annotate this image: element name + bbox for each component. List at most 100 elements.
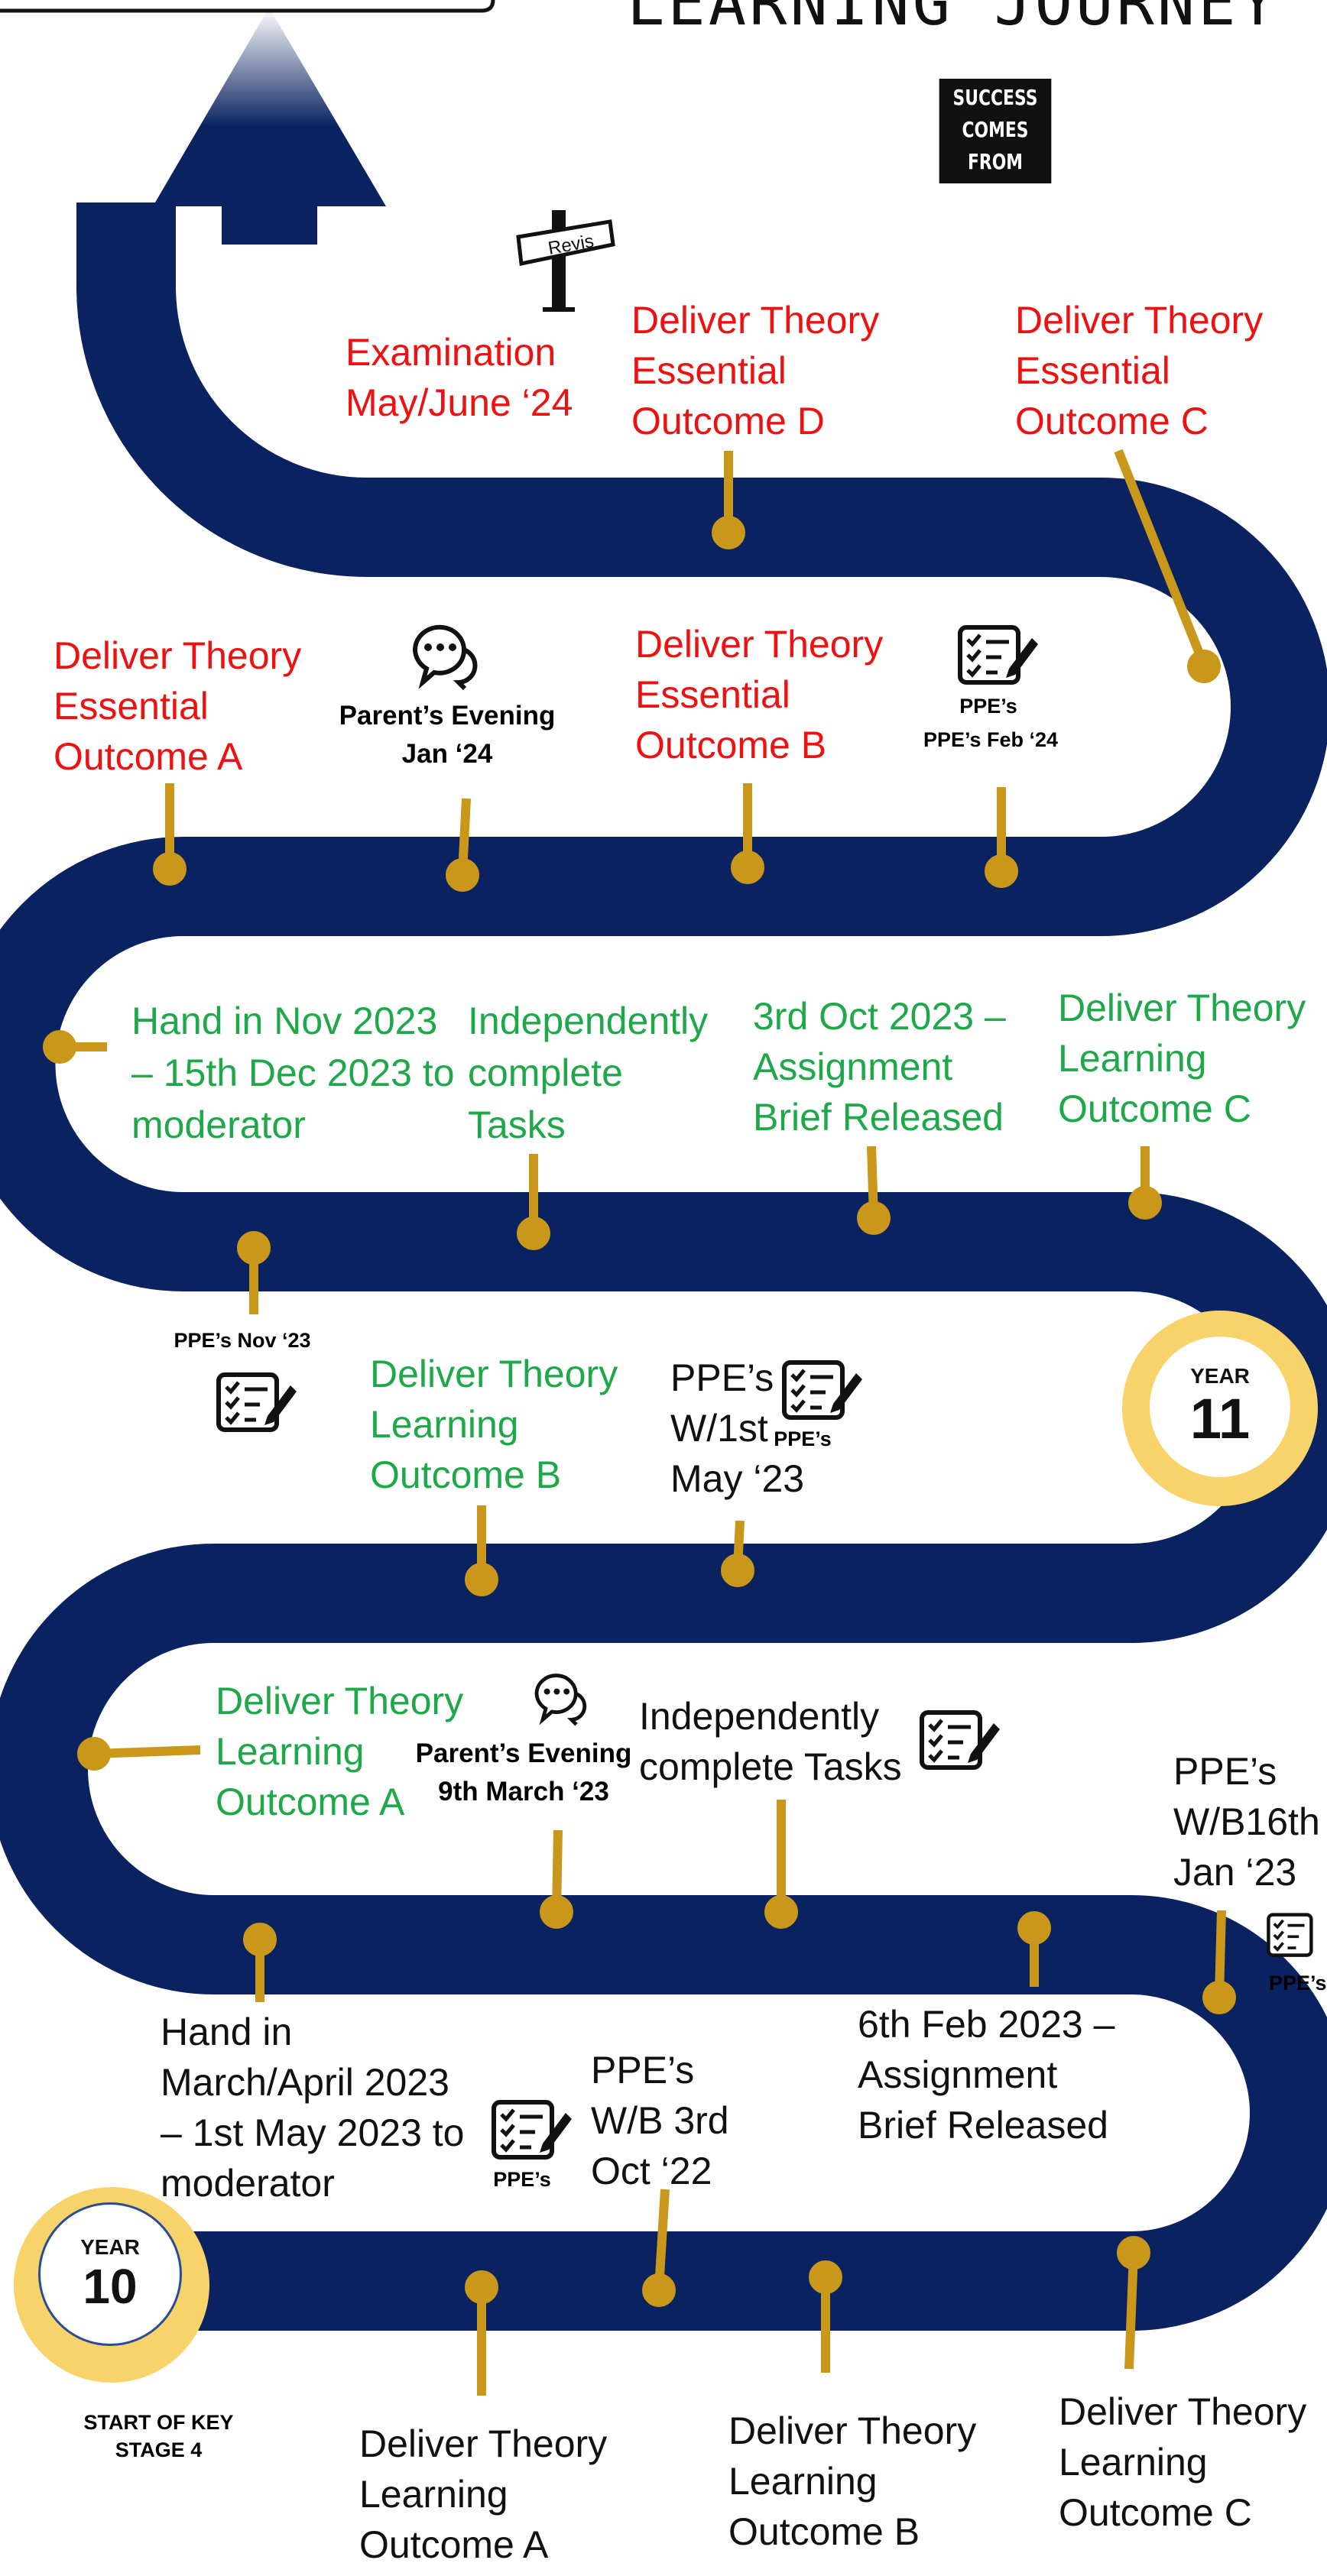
line: moderator [161, 2162, 335, 2205]
ppe-icon-label-feb: PPE’s [959, 695, 1017, 718]
theory-learning-b-y11: Deliver Theory Learning Outcome B [370, 1349, 618, 1500]
theory-learning-c-y11: Deliver Theory Learning Outcome C [1058, 983, 1306, 1134]
parents-evening-march: Parent’s Evening 9th March ‘23 [409, 1735, 638, 1811]
line: – 1st May 2023 to [161, 2111, 465, 2154]
year-11-badge: YEAR 11 [1122, 1311, 1318, 1506]
line: 6th Feb 2023 – [858, 2003, 1115, 2046]
line: Learning [728, 2460, 878, 2503]
theory-essential-b: Deliver Theory Essential Outcome B [635, 619, 883, 770]
line: Outcome A [216, 1781, 405, 1823]
checklist-icon [216, 1372, 297, 1432]
line: Outcome C [1015, 400, 1209, 442]
exam-line-2: May/June ‘24 [346, 381, 573, 424]
year-10-label: YEAR [80, 2235, 140, 2259]
line: Outcome B [728, 2510, 920, 2553]
line: Hand in Nov 2023 [131, 1000, 438, 1042]
speech-bubbles-icon [412, 624, 478, 691]
arrow-head [153, 8, 386, 206]
line: Tasks [468, 1103, 566, 1146]
theory-essential-d: Deliver Theory Essential Outcome D [631, 295, 879, 446]
line: Outcome B [635, 724, 827, 766]
line: Deliver Theory [370, 1353, 618, 1395]
line: W/B16th [1173, 1800, 1320, 1843]
assignment-brief-feb-2023: 6th Feb 2023 – Assignment Brief Released [858, 1999, 1114, 2150]
line: Assignment [753, 1045, 953, 1088]
year-10-badge: YEAR 10 [14, 2187, 209, 2383]
line: 3rd Oct 2023 – [753, 995, 1006, 1038]
line: PPE’s [591, 2049, 695, 2092]
ppe-icon-label-jan: PPE’s [1269, 1972, 1327, 1994]
line: Learning [359, 2473, 508, 2516]
line: May ‘23 [670, 1457, 805, 1500]
line: Outcome C [1058, 1087, 1251, 1130]
line: Learning [370, 1403, 519, 1446]
start-key-stage-4: START OF KEY STAGE 4 [83, 2411, 234, 2461]
line: – 15th Dec 2023 to [131, 1051, 455, 1094]
theory-essential-c: Deliver Theory Essential Outcome C [1015, 295, 1263, 446]
year-11-inner: YEAR 11 [1150, 1337, 1290, 1477]
line: Deliver Theory [1059, 2390, 1307, 2433]
line: moderator [131, 1103, 306, 1146]
line: Brief Released [753, 1096, 1004, 1139]
line: Outcome C [1059, 2491, 1252, 2534]
line: Deliver Theory [728, 2409, 977, 2452]
ppe-jan-23: PPE’s W/B16th Jan ‘23 [1173, 1746, 1320, 1897]
line: Brief Released [858, 2104, 1108, 2147]
theory-essential-a: Deliver Theory Essential Outcome A [54, 630, 301, 782]
line: Outcome A [54, 735, 243, 778]
line: Deliver Theory [635, 623, 884, 666]
line: Jan ‘24 [401, 739, 493, 769]
year-11-number: 11 [1189, 1387, 1251, 1450]
line: Assignment [858, 2053, 1058, 2096]
exam-label: Examination May/June ‘24 [346, 327, 573, 428]
ppe-icon-label-may: PPE’s [774, 1427, 832, 1450]
line: March/April 2023 [161, 2061, 449, 2104]
ppe-icon-label-oct: PPE’s [493, 2168, 551, 2191]
checklist-icon [958, 625, 1038, 685]
line: Learning [216, 1730, 365, 1773]
theory-learning-c-bottom: Deliver Theory Learning Outcome C [1059, 2386, 1306, 2538]
line: W/B 3rd [591, 2099, 729, 2142]
assignment-brief-oct-2023: 3rd Oct 2023 – Assignment Brief Released [753, 991, 1006, 1142]
line: Outcome B [370, 1453, 562, 1496]
ppe-feb-24: PPE’s Feb ‘24 [923, 728, 1059, 751]
ppe-oct-22: PPE’s W/B 3rd Oct ‘22 [591, 2045, 729, 2196]
line: Outcome D [631, 400, 825, 442]
line: Essential [631, 349, 787, 392]
line: PPE’s [1173, 1750, 1277, 1793]
ppe-may-23: PPE’s W/1st May ‘23 [670, 1353, 804, 1504]
line: W/1st [670, 1407, 768, 1450]
theory-learning-a-bottom: Deliver Theory Learning Outcome A [359, 2419, 607, 2570]
line: Deliver Theory [359, 2422, 608, 2465]
line: Oct ‘22 [591, 2150, 712, 2192]
theory-learning-b-bottom: Deliver Theory Learning Outcome B [728, 2406, 976, 2557]
line: Independently [468, 1000, 709, 1042]
line: Essential [54, 685, 209, 727]
year-10-number: 10 [83, 2259, 138, 2314]
line: Parent’s Evening [415, 1738, 632, 1768]
line: Deliver Theory [54, 634, 302, 677]
motto-text: SUCCESS COMES FROM HARDWORK [939, 85, 1052, 206]
line: Essential [635, 673, 790, 716]
line: complete [468, 1051, 623, 1094]
line: Jan ‘23 [1173, 1851, 1297, 1894]
theory-learning-a-y10: Deliver Theory Learning Outcome A [216, 1676, 463, 1827]
checklist-icon [782, 1360, 862, 1420]
checklist-icon [492, 2100, 572, 2160]
line: complete Tasks [639, 1745, 902, 1788]
line: Essential [1015, 349, 1170, 392]
independently-complete-tasks-y10: Independently complete Tasks [639, 1691, 902, 1792]
checklist-icon [1267, 1913, 1313, 1957]
parents-evening-jan: Parent’s Evening Jan ‘24 [336, 697, 558, 773]
exam-line-1: Examination [346, 331, 556, 374]
line: Deliver Theory [1058, 987, 1306, 1029]
line: Learning [1059, 2441, 1208, 2484]
line: Learning [1058, 1037, 1207, 1080]
line: Outcome A [359, 2523, 549, 2566]
line: Independently [639, 1695, 880, 1738]
independently-complete-tasks: Independently complete Tasks [468, 995, 708, 1151]
line: Deliver Theory [631, 299, 880, 342]
year-10-inner: YEAR 10 [38, 2202, 182, 2346]
